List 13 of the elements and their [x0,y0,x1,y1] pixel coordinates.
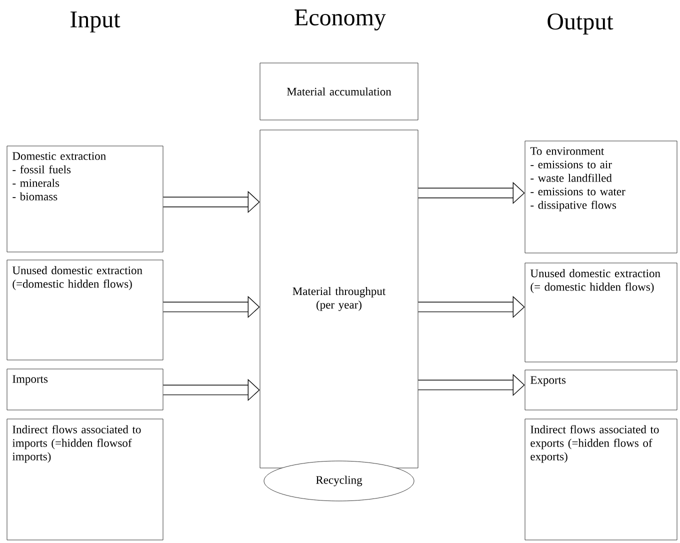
process-box: Unused domestic extraction (= domestic hidden flows) [524,262,678,362]
process-box: Domestic extraction - fossil fuels - minerals - biomass [6,146,164,252]
process-box: To environment - emissions to air - waste landfilled - emissions to water - dissipative flows [524,140,678,254]
process-box: Indirect flows associated to exports (=hidden flows of exports) [524,418,678,540]
process-box: Imports [6,368,164,410]
column-heading: Economy [294,10,386,30]
process-box: Indirect flows associated to imports (=hidden flowsof imports) [6,418,164,540]
process-box: Unused domestic extraction (=domestic hidden flows) [6,260,164,360]
process-box: Material accumulation [260,62,418,120]
column-heading: Output [548,14,614,34]
process-box: Material throughput (per year) [260,130,418,468]
process-box: Exports [524,370,678,410]
column-heading: Input [70,12,120,32]
